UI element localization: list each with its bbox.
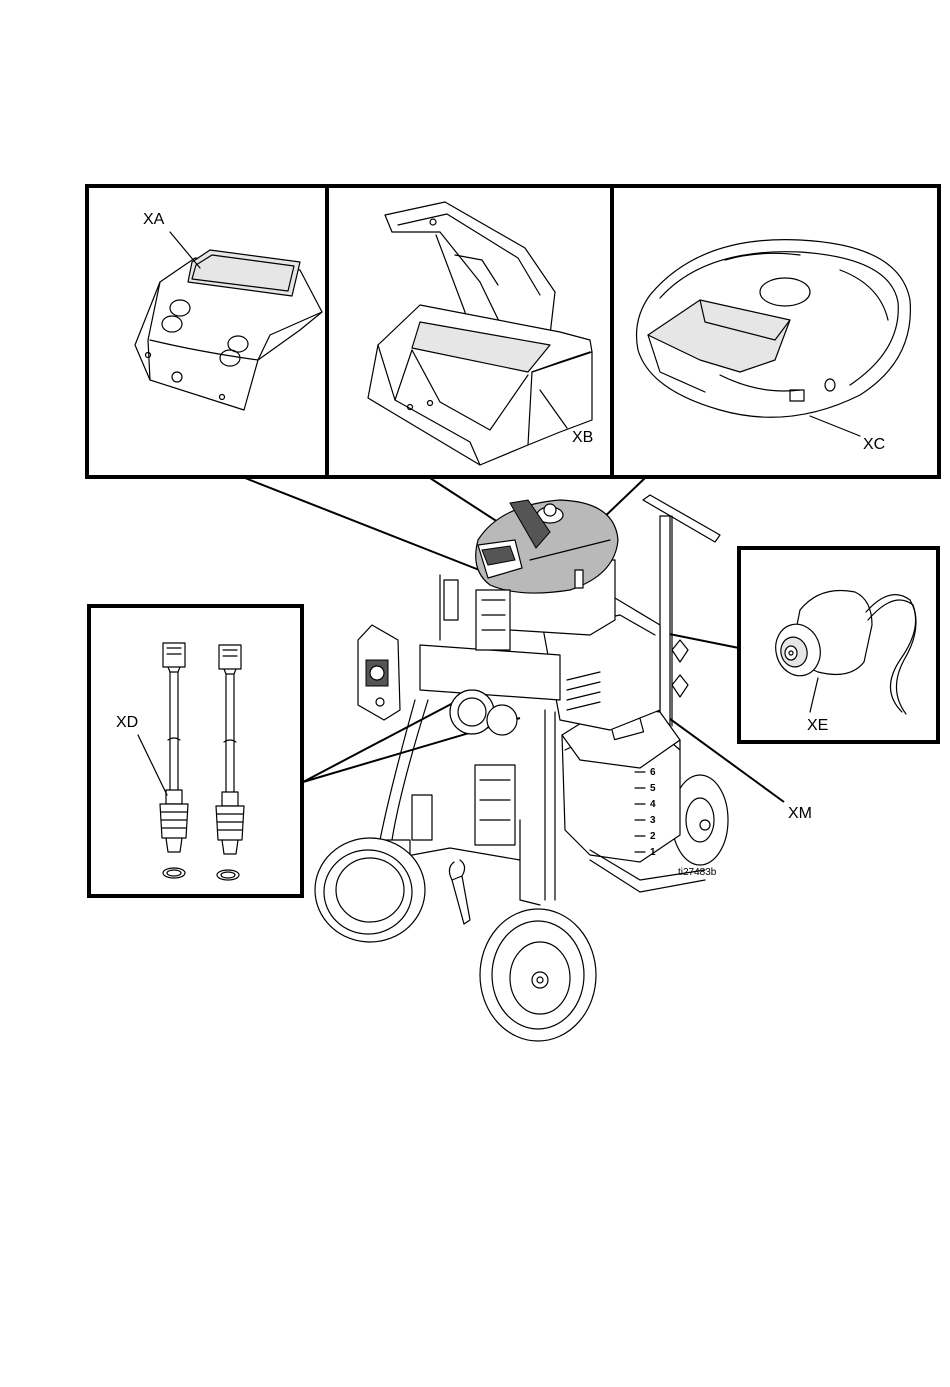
svg-text:6: 6 — [650, 767, 656, 778]
svg-text:5: 5 — [650, 783, 656, 794]
panel-xe: XE — [739, 548, 938, 742]
xc-leader — [810, 416, 860, 436]
sensor-module-part — [770, 590, 916, 714]
svg-text:4: 4 — [650, 799, 656, 810]
svg-text:3: 3 — [650, 815, 656, 826]
callout-xe: XE — [807, 717, 828, 734]
svg-text:2: 2 — [650, 831, 656, 842]
enclosure-box-part — [368, 202, 592, 465]
front-wheel-left — [315, 838, 425, 942]
panel-xd-frame — [89, 606, 302, 896]
display-cover-part — [135, 250, 322, 410]
front-wheel-right — [480, 909, 596, 1041]
callout-xa: XA — [143, 211, 165, 228]
callout-xm: XM — [788, 805, 812, 822]
xd-leader — [138, 735, 167, 795]
figure-id: ti27483b — [678, 867, 717, 878]
callout-xc: XC — [863, 436, 885, 453]
panel-xd: XD — [89, 606, 302, 896]
svg-text:1: 1 — [650, 847, 656, 858]
xe-leader — [810, 678, 818, 712]
callout-xb: XB — [572, 429, 593, 446]
callout-xd: XD — [116, 714, 138, 731]
xa-leader — [170, 232, 200, 268]
panel-xc: XC — [612, 186, 939, 477]
panel-xa: XA — [87, 186, 327, 477]
panel-xb: XB — [327, 186, 612, 477]
side-cover-removed — [358, 625, 400, 720]
pressure-sensor-right — [216, 645, 244, 880]
top-shroud-part — [637, 240, 911, 418]
pressure-sensor-left — [160, 643, 188, 878]
xb-leader — [540, 390, 567, 428]
